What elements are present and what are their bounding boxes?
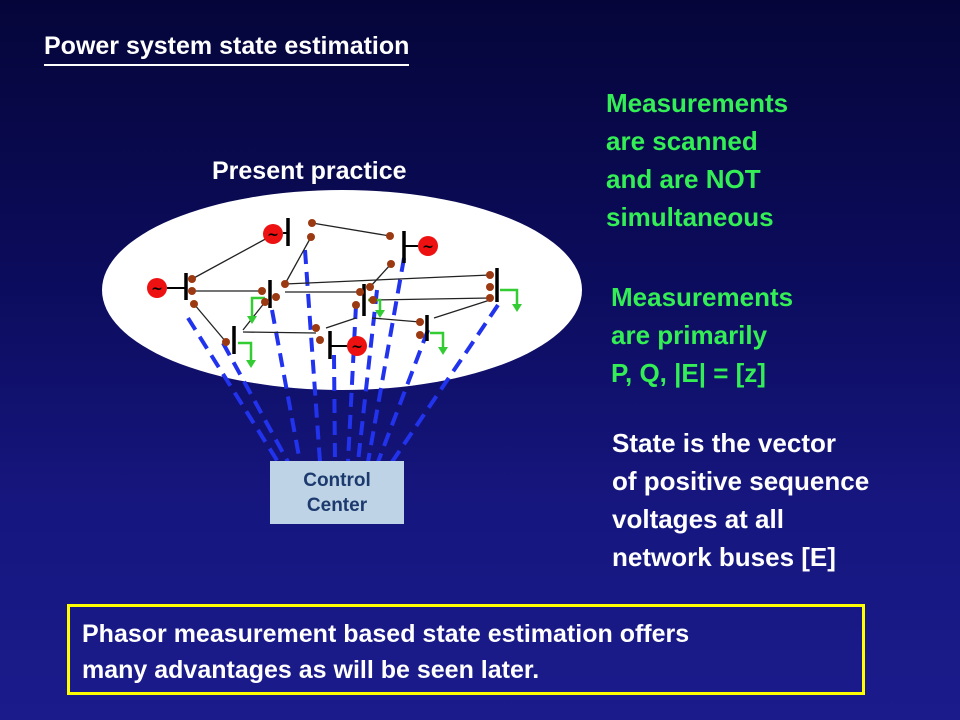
measurement-dot [356,288,364,296]
load-arrow-head [512,304,522,312]
control-center-box: Control Center [270,461,404,524]
line [371,317,421,323]
measurement-dot [316,336,324,344]
load-arrows [238,288,519,364]
measurement-dot [190,300,198,308]
load-arrow-head [375,310,385,318]
load-arrow-icon [500,288,519,308]
measurement-dot [261,298,269,306]
comm-link [390,303,500,464]
measurement-dot [258,287,266,295]
measurement-dot [416,331,424,339]
measurement-dot [386,232,394,240]
load-arrow-head [438,347,448,355]
generator-symbol: ~ [267,227,279,243]
generator-symbols: ~ ~ ~ ~ [151,227,434,355]
measurement-dot [486,283,494,291]
generator-icon [418,236,438,256]
measurement-dot [312,324,320,332]
diagram-label: Present practice [212,157,407,185]
line [284,236,312,285]
line [311,222,391,237]
footer-callout: Phasor measurement based state estimatio… [67,604,865,695]
load-arrow-head [247,316,257,324]
comm-link [346,304,358,463]
comm-link [270,309,302,463]
note-line: voltages at all [612,504,784,534]
communication-links [186,249,500,464]
measurement-dot [281,280,289,288]
note-line: are primarily [611,320,768,350]
note-line: are scanned [606,126,758,156]
line [325,317,357,329]
note-line: simultaneous [606,202,774,232]
line [242,331,317,334]
note-line: and are NOT [606,164,761,194]
note-state: State is the vector of positive sequence… [612,424,869,576]
line [193,303,227,343]
footer-line2: many advantages as will be seen later. [82,656,540,684]
load-arrow-icon [430,331,445,351]
line [369,263,392,288]
line [191,235,272,280]
measurement-dot [352,301,360,309]
note-line: State is the vector [612,428,836,458]
comm-link [186,316,280,464]
note-scanned: Measurements are scanned and are NOT sim… [606,84,788,236]
load-arrow-icon [238,341,253,364]
comm-link [303,249,322,463]
generator-icon [347,336,367,356]
measurement-dot [222,338,230,346]
measurement-dot [307,233,315,241]
generator-icon [263,224,283,244]
generator-symbol: ~ [151,281,163,297]
comm-link [332,354,337,463]
measurement-dot [272,293,280,301]
measurement-dot [416,318,424,326]
measurement-dot [486,271,494,279]
line [433,299,491,319]
slide-title: Power system state estimation [44,30,410,66]
generator-symbol: ~ [422,239,434,255]
generators [147,224,438,356]
note-line: network buses [E] [612,542,836,572]
note-line: P, Q, |E| = [z] [611,358,766,388]
measurement-dot [486,294,494,302]
network-area-ellipse [102,190,582,390]
comm-link [221,342,290,463]
generator-symbol: ~ [351,339,363,355]
control-center-line1: Control [303,469,371,491]
comm-link [376,329,430,463]
measurement-dot [366,283,374,291]
comm-link [366,257,406,463]
measurement-dot [369,296,377,304]
footer-line1: Phasor measurement based state estimatio… [82,620,690,648]
measurement-dot [387,260,395,268]
note-primarily: Measurements are primarily P, Q, |E| = [… [611,278,793,392]
note-line: Measurements [611,282,794,312]
load-arrow-icon [250,296,265,320]
line [372,297,491,301]
control-center-line2: Center [306,494,368,516]
measurement-dot [308,219,316,227]
measurement-dot [188,287,196,295]
line [284,274,491,285]
note-line: Measurements [606,88,789,118]
load-arrow-head [246,360,256,368]
measurement-dot [188,275,196,283]
note-line: of positive sequence [612,466,870,496]
generator-icon [147,278,167,298]
measurement-dots [188,219,494,346]
